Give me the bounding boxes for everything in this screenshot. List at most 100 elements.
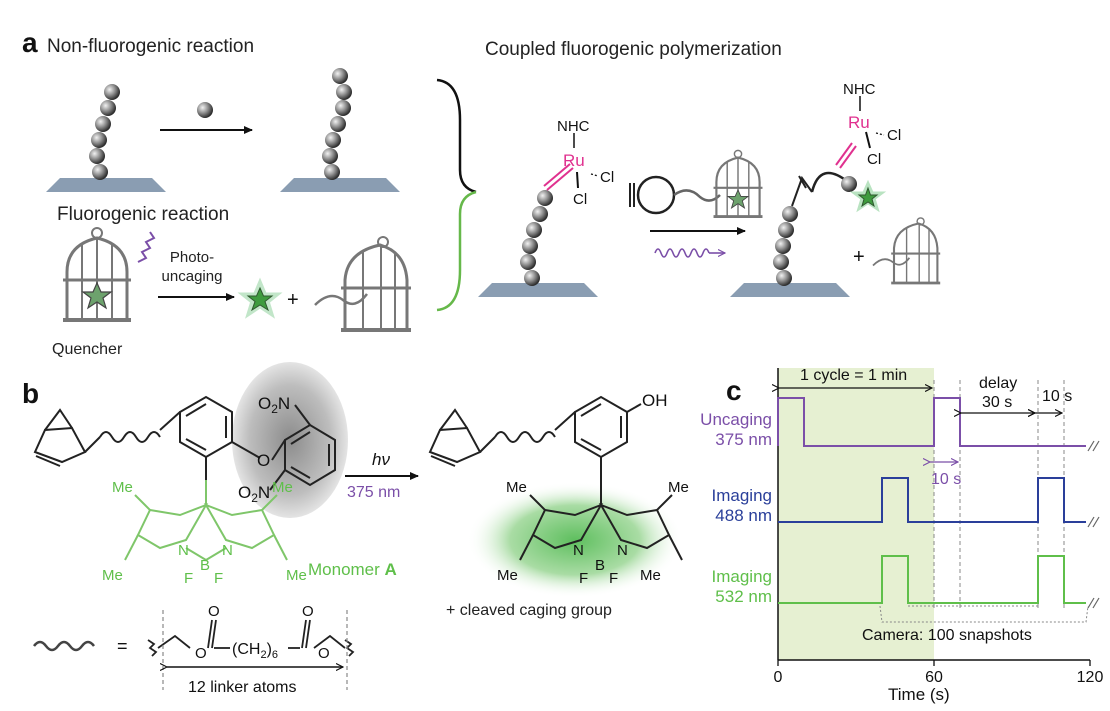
pulse-trace-1 — [777, 397, 1086, 447]
linker-carbonyl-o: O — [208, 603, 220, 620]
plus-sign: + — [287, 289, 299, 311]
bodipy-labels: Me Me Me Me N N B F F — [102, 479, 307, 587]
norbornene-icon — [33, 408, 161, 467]
linker-wave-icon — [33, 640, 95, 652]
camera-bracket — [879, 605, 1089, 623]
phenol-ring — [554, 395, 642, 480]
axis-break-icon — [1087, 440, 1100, 452]
pulse-trace-3 — [778, 555, 1086, 604]
panel-b: b O — [22, 362, 689, 696]
svg-text:N: N — [178, 542, 189, 559]
guide-lines — [933, 380, 1065, 608]
axis-break-icon — [1087, 597, 1100, 609]
x-tick-label: 0 — [774, 669, 783, 686]
linker-atoms-label: 12 linker atoms — [188, 679, 297, 696]
nitrobenzyl-ring — [269, 404, 336, 491]
light-wave-icon — [654, 248, 710, 258]
ru-label: Ru — [848, 113, 870, 132]
norbornene-icon — [428, 408, 556, 467]
linker-carbonyl-o: O — [302, 603, 314, 620]
fluorophore-star-icon — [237, 277, 283, 319]
shaded-cycle-region — [778, 368, 934, 660]
svg-text:Me: Me — [272, 479, 293, 496]
cl-label: Cl — [600, 169, 614, 186]
polymer-chain — [322, 68, 352, 180]
panel-b-letter: b — [22, 378, 39, 409]
surface-plate — [280, 178, 400, 192]
nhc-label: NHC — [557, 118, 590, 135]
x-tick-label: 120 — [1077, 669, 1104, 686]
uncaging-label: uncaging — [162, 268, 223, 285]
svg-text:B: B — [200, 557, 210, 574]
coupled-title: Coupled fluorogenic polymerization — [485, 39, 782, 60]
surface-plate — [46, 178, 166, 192]
series-wavelength: 375 nm — [715, 430, 772, 449]
ru-catalyst-chain: Ru NHC Cl Cl — [478, 118, 614, 297]
non-fluorogenic-title: Non-fluorogenic reaction — [47, 36, 254, 57]
svg-text:F: F — [609, 570, 618, 587]
x-axis-title: Time (s) — [888, 685, 950, 704]
series-wavelength: 488 nm — [715, 506, 772, 525]
svg-text:F: F — [579, 570, 588, 587]
bodipy-core — [124, 480, 288, 561]
x-ticks: 0 60 120 — [774, 660, 1104, 686]
svg-text:Me: Me — [668, 479, 689, 496]
wavelength-label: 375 nm — [347, 484, 400, 501]
ch2-label: (CH2)6 — [232, 641, 278, 661]
bodipy-product-labels: Me Me Me Me N N B F F — [497, 479, 689, 587]
svg-text:Me: Me — [286, 567, 307, 584]
svg-text:Me: Me — [112, 479, 133, 496]
svg-text:B: B — [595, 557, 605, 574]
hydroxyl-label: OH — [642, 391, 668, 410]
ten-s-top-label: 10 s — [1042, 388, 1072, 405]
svg-text:N: N — [222, 542, 233, 559]
series-wavelength: 532 nm — [715, 587, 772, 606]
caged-fluorophore-icon — [63, 227, 131, 322]
brace-top — [436, 78, 477, 194]
series-label: Imaging — [712, 486, 772, 505]
hv-label: hν — [372, 450, 390, 469]
caged-monomer-icon — [629, 149, 763, 219]
cl-label: Cl — [867, 151, 881, 168]
fluorescence-glow — [467, 482, 683, 598]
plus-sign: + — [853, 246, 865, 268]
svg-text:F: F — [184, 570, 193, 587]
linker-oxygen: O — [195, 645, 207, 662]
linker-structure — [147, 610, 355, 690]
brace-bottom — [436, 190, 477, 312]
cycle-label: 1 cycle = 1 min — [800, 367, 907, 384]
svg-text:N: N — [617, 542, 628, 559]
svg-text:N: N — [573, 542, 584, 559]
cl-label: Cl — [573, 191, 587, 208]
svg-text:F: F — [214, 570, 223, 587]
series-label: Uncaging — [700, 410, 772, 429]
product-chain: Ru NHC Cl Cl — [730, 81, 901, 297]
broken-cage-icon — [872, 217, 941, 285]
ten-s-bottom-label: 10 s — [931, 471, 961, 488]
pulse-trace-2 — [778, 477, 1086, 523]
cl-label: Cl — [887, 127, 901, 144]
svg-text:Me: Me — [640, 567, 661, 584]
nitro-group-top: O2N — [258, 394, 290, 416]
camera-label: Camera: 100 snapshots — [862, 627, 1032, 644]
bodipy-core-product — [519, 480, 683, 561]
svg-text:Me: Me — [497, 567, 518, 584]
ru-label: Ru — [563, 151, 585, 170]
x-tick-label: 60 — [925, 669, 943, 686]
cleaved-label: + cleaved caging group — [446, 602, 612, 619]
ether-oxygen: O — [257, 451, 270, 470]
fluorogenic-title: Fluorogenic reaction — [57, 204, 229, 225]
monomer-ball — [197, 102, 213, 118]
linker-oxygen: O — [318, 645, 330, 662]
delay-label: delay — [979, 375, 1017, 392]
delay-value: 30 s — [982, 394, 1012, 411]
svg-text:Me: Me — [102, 567, 123, 584]
polymer-chain — [89, 84, 120, 180]
surface-plate — [478, 283, 598, 297]
panel-a-letter: a — [22, 27, 38, 58]
surface-plate — [730, 283, 850, 297]
light-wave-icon — [137, 231, 156, 263]
